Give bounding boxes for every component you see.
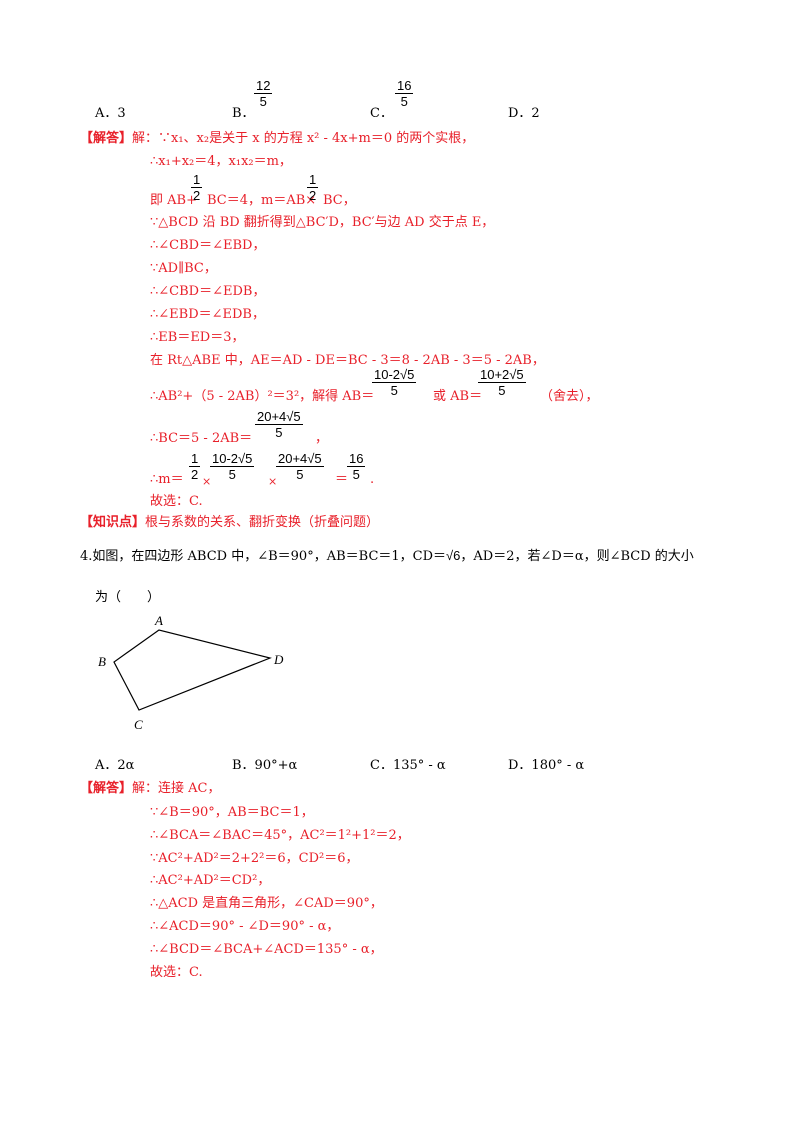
fraction-denominator: 5 <box>498 383 506 398</box>
q4-stem-line-1: 4.如图，在四边形 ABCD 中，∠B＝90°，AB＝BC＝1，CD＝√6，AD… <box>80 548 694 565</box>
answer-tag: 【解答】 <box>80 131 133 146</box>
fraction-m-2: 20+4√5 5 <box>276 451 324 482</box>
answer-line-11b: 或 AB＝ <box>433 389 483 404</box>
answer-line-12a: ∴BC＝5 - 2AB＝ <box>150 431 253 446</box>
q4-answer-tag: 【解答】 <box>80 781 133 796</box>
fraction-numerator: 1 <box>191 172 203 188</box>
knowledge-point: 【知识点】根与系数的关系、翻折变换（折叠问题） <box>80 515 379 531</box>
q4-answer-line-1: 【解答】解：连接 AC， <box>80 781 220 797</box>
answer-line-3b: BC＝4，m＝AB× <box>207 193 317 208</box>
answer-line-3c: BC， <box>323 193 356 208</box>
answer-line-4: ∵△BCD 沿 BD 翻折得到△BC′D，BC′与边 AD 交于点 E， <box>150 215 495 230</box>
fraction-denominator: 5 <box>400 94 408 109</box>
vertex-label-d: D <box>273 652 284 667</box>
option-a: A．3 <box>95 106 126 121</box>
q4-answer-line-8: ∴∠BCD＝∠BCA+∠ACD＝135° - α， <box>150 942 383 957</box>
answer-line-8: ∴∠EBD＝∠EDB， <box>150 307 265 322</box>
fraction-numerator: 16 <box>347 451 366 467</box>
times-sign-2: × <box>268 475 278 488</box>
fraction-numerator: 20+4√5 <box>255 409 303 425</box>
fraction-m-1: 10-2√5 5 <box>210 451 255 482</box>
option-c-label: C． <box>370 106 393 121</box>
q4-answer-line-5: ∴AC²+AD²＝CD²， <box>150 873 271 888</box>
fraction-numerator: 10-2√5 <box>210 451 255 467</box>
q4-option-a: A．2α <box>95 758 135 773</box>
q4-answer-line-9: 故选：C. <box>150 965 203 980</box>
fraction-denominator: 2 <box>191 467 199 482</box>
q4-stem-part-2: ，AD＝2，若∠D＝α，则∠BCD 的大小 <box>460 549 694 564</box>
answer-line-5: ∴∠CBD＝∠EBD， <box>150 238 266 253</box>
answer-line-1: 【解答】解：∵x₁、x₂是关于 x 的方程 x² - 4x+m＝0 的两个实根， <box>80 131 474 147</box>
q4-answer-line-6: ∴△ACD 是直角三角形，∠CAD＝90°， <box>150 896 383 911</box>
q4-answer-line-2: ∵∠B＝90°，AB＝BC＝1， <box>150 805 314 820</box>
answer-line-13a: ∴m＝ <box>150 472 184 487</box>
answer-line-13-end: . <box>370 472 375 487</box>
fraction-m-result: 16 5 <box>347 451 366 482</box>
fraction-numerator: 20+4√5 <box>276 451 324 467</box>
fraction-numerator: 12 <box>254 78 273 94</box>
q4-answer-text: 解：连接 AC， <box>132 781 221 796</box>
fraction-denominator: 5 <box>390 383 398 398</box>
option-d: D．2 <box>508 106 540 121</box>
fraction-numerator: 1 <box>307 172 319 188</box>
fraction-numerator: 16 <box>395 78 414 94</box>
times-sign-1: × <box>202 475 212 488</box>
fraction-denominator: 2 <box>193 188 201 203</box>
fraction-denominator: 5 <box>296 467 304 482</box>
q4-sqrt6: √6 <box>446 548 461 563</box>
fraction-bc: 20+4√5 5 <box>255 409 303 440</box>
answer-line-6: ∵AD∥BC， <box>150 261 217 276</box>
fraction-numerator: 1 <box>189 451 201 467</box>
knowledge-text: 根与系数的关系、翻折变换（折叠问题） <box>145 515 380 530</box>
vertex-label-c: C <box>134 717 143 732</box>
q4-option-c: C．135° - α <box>370 758 446 773</box>
q4-option-d: D．180° - α <box>508 758 585 773</box>
answer-line-10: 在 Rt△ABE 中，AE＝AD - DE＝BC - 3＝8 - 2AB - 3… <box>150 353 545 368</box>
fraction-denominator: 5 <box>275 425 283 440</box>
answer-line-3a: 即 AB+ <box>150 193 197 208</box>
option-b-fraction: 12 5 <box>254 78 273 109</box>
q4-answer-line-7: ∴∠ACD＝90° - ∠D＝90° - α， <box>150 919 340 934</box>
vertex-label-b: B <box>98 654 106 669</box>
half-fraction-2: 1 2 <box>307 172 319 203</box>
q4-option-b: B．90°+α <box>232 758 298 773</box>
half-fraction-1: 1 2 <box>191 172 203 203</box>
half-fraction-3: 1 2 <box>189 451 201 482</box>
q4-answer-line-4: ∵AC²+AD²＝2+2²＝6，CD²＝6， <box>150 851 359 866</box>
fraction-numerator: 10+2√5 <box>478 367 526 383</box>
option-b-label: B． <box>232 106 255 121</box>
fraction-denominator: 5 <box>259 94 267 109</box>
equals-sign: ＝ <box>335 472 349 487</box>
vertex-label-a: A <box>154 613 163 628</box>
answer-line-2: ∴x₁+x₂＝4，x₁x₂＝m， <box>150 154 292 169</box>
quadrilateral-abcd <box>113 629 272 711</box>
q4-answer-line-3: ∴∠BCA＝∠BAC＝45°，AC²＝1²+1²＝2， <box>150 828 410 843</box>
answer-line-12b: ， <box>315 431 329 446</box>
answer-line-14: 故选：C. <box>150 494 203 509</box>
answer-line-11a: ∴AB²+（5 - 2AB）²＝3²，解得 AB＝ <box>150 389 375 404</box>
answer-line-7: ∴∠CBD＝∠EDB， <box>150 284 266 299</box>
fraction-numerator: 10-2√5 <box>372 367 417 383</box>
answer-line-11c: （舍去）， <box>540 389 599 404</box>
fraction-ab-root-2: 10+2√5 5 <box>478 367 526 398</box>
answer-text: 解：∵x₁、x₂是关于 x 的方程 x² - 4x+m＝0 的两个实根， <box>132 131 475 146</box>
option-c-fraction: 16 5 <box>395 78 414 109</box>
fraction-denominator: 2 <box>309 188 317 203</box>
q4-stem-line-2: 为（ ） <box>95 590 161 605</box>
fraction-denominator: 5 <box>228 467 236 482</box>
fraction-denominator: 5 <box>352 467 360 482</box>
answer-line-9: ∴EB＝ED＝3， <box>150 330 245 345</box>
fraction-ab-root-1: 10-2√5 5 <box>372 367 417 398</box>
q4-stem-part-1: 4.如图，在四边形 ABCD 中，∠B＝90°，AB＝BC＝1，CD＝ <box>80 549 447 564</box>
knowledge-tag: 【知识点】 <box>80 515 146 530</box>
